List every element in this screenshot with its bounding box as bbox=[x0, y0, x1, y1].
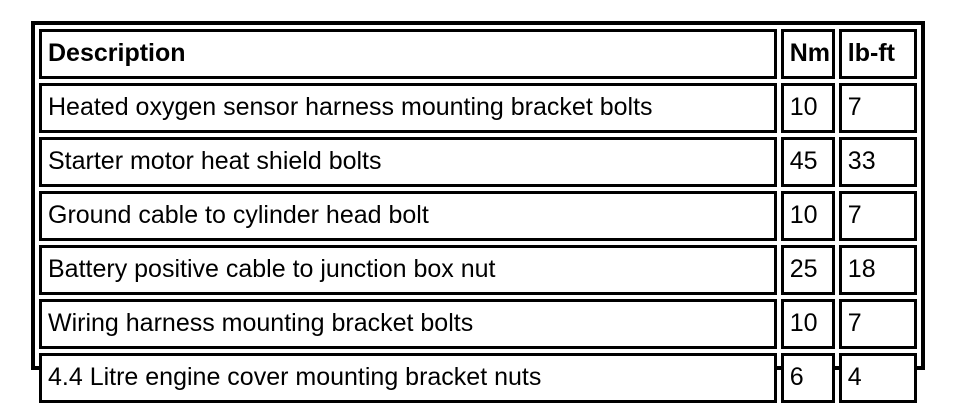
column-header-nm: Nm bbox=[780, 29, 835, 79]
column-header-description: Description bbox=[39, 29, 777, 79]
cell-nm: 25 bbox=[780, 245, 835, 295]
table-row: Battery positive cable to junction box n… bbox=[39, 245, 917, 295]
cell-description: Heated oxygen sensor harness mounting br… bbox=[39, 83, 777, 133]
table-row: 4.4 Litre engine cover mounting bracket … bbox=[39, 353, 917, 403]
table-row: Heated oxygen sensor harness mounting br… bbox=[39, 83, 917, 133]
cell-description: Battery positive cable to junction box n… bbox=[39, 245, 777, 295]
table-header: Description Nm lb-ft bbox=[39, 29, 917, 79]
cell-description: 4.4 Litre engine cover mounting bracket … bbox=[39, 353, 777, 403]
table-body: Heated oxygen sensor harness mounting br… bbox=[39, 83, 917, 403]
cell-description: Wiring harness mounting bracket bolts bbox=[39, 299, 777, 349]
cell-description: Ground cable to cylinder head bolt bbox=[39, 191, 777, 241]
cell-nm: 10 bbox=[780, 83, 835, 133]
cell-lbft: 7 bbox=[838, 299, 917, 349]
cell-lbft: 33 bbox=[838, 137, 917, 187]
cell-description: Starter motor heat shield bolts bbox=[39, 137, 777, 187]
cell-lbft: 7 bbox=[838, 83, 917, 133]
cell-lbft: 18 bbox=[838, 245, 917, 295]
torque-specification-table: Description Nm lb-ft Heated oxygen senso… bbox=[35, 25, 921, 407]
cell-nm: 10 bbox=[780, 191, 835, 241]
cell-nm: 6 bbox=[780, 353, 835, 403]
column-header-lbft: lb-ft bbox=[838, 29, 917, 79]
cell-lbft: 4 bbox=[838, 353, 917, 403]
cell-nm: 45 bbox=[780, 137, 835, 187]
torque-table-frame: Description Nm lb-ft Heated oxygen senso… bbox=[31, 21, 925, 403]
cell-nm: 10 bbox=[780, 299, 835, 349]
table-header-row: Description Nm lb-ft bbox=[39, 29, 917, 79]
cell-lbft: 7 bbox=[838, 191, 917, 241]
